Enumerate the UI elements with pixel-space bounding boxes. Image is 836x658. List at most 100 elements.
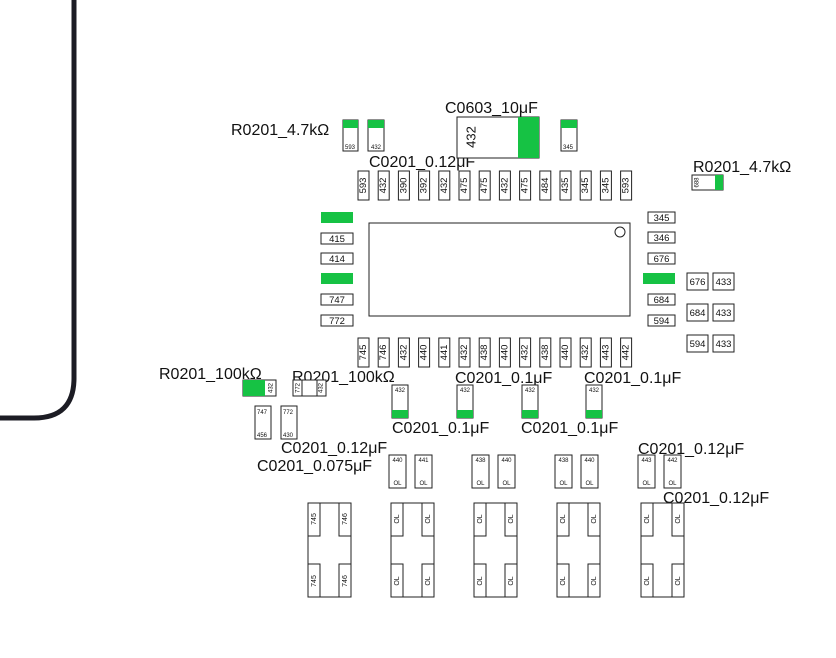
svg-text:345: 345 (563, 145, 574, 151)
ic-bottom-pin-label: 440 (560, 345, 571, 361)
resistor-r0201-100k-mid: 772 432 (292, 379, 327, 397)
ic-bottom-pin: 443 (599, 337, 612, 368)
ic-bottom-pin: 432 (458, 337, 471, 368)
ic-bottom-pin-label: 440 (499, 345, 510, 361)
ic-bottom-pin-label: 432 (398, 345, 409, 361)
board-edge-wire (0, 0, 77, 421)
ic-bottom-pin: 438 (539, 337, 552, 368)
svg-text:432: 432 (269, 382, 275, 393)
bottom-component-label: OL (508, 514, 515, 523)
grid-resistor-label: 433 (716, 277, 732, 288)
label-r0201-47k-left: R0201_4.7kΩ (231, 122, 329, 139)
svg-text:432: 432 (319, 382, 325, 393)
capacitor-small-bottom-label: OL (585, 481, 594, 487)
ic-top-pin-label: 435 (560, 178, 571, 194)
ic-left-pin: 415 (320, 232, 354, 245)
ic-right-pin-label: 345 (654, 213, 670, 224)
ic-top-pin: 475 (458, 170, 471, 201)
ic-right-pin (643, 273, 675, 284)
ic-bottom-pin-label: 432 (580, 345, 591, 361)
bottom-component-label: OL (477, 514, 484, 523)
svg-text:432: 432 (463, 126, 478, 148)
ic-top-pin-label: 345 (580, 178, 591, 194)
ic-top-pin-label: 432 (499, 178, 510, 194)
ic-top-pin: 475 (519, 170, 532, 201)
capacitor-small-bottom-label: OL (476, 481, 485, 487)
bottom-component-label: OL (644, 576, 651, 585)
ic-right-pin: 684 (647, 293, 676, 306)
grid-resistor-label: 594 (690, 339, 706, 350)
capacitor-small-bottom-label: OL (502, 481, 511, 487)
ic-bottom-pin-label: 443 (600, 345, 611, 361)
ic-top-pin: 392 (418, 170, 431, 201)
capacitor-0.1uf: 432 (585, 384, 603, 419)
grid-resistor: 594 (686, 334, 709, 353)
capacitor-small-label: 440 (392, 458, 403, 464)
ic-right-pin-label: 346 (654, 233, 670, 244)
bottom-component-label: OL (394, 514, 401, 523)
capacitor-small-label: 441 (418, 458, 429, 464)
bottom-component-label: OL (425, 514, 432, 523)
ic-bottom-pin: 746 (377, 337, 390, 368)
resistor-r0201-left-b: 432 (367, 119, 385, 152)
ic-top-pin-label: 390 (398, 178, 409, 194)
ic-top-pin: 345 (579, 170, 592, 201)
bottom-component-label: OL (675, 514, 682, 523)
ic-bottom-pin: 440 (559, 337, 572, 368)
bottom-component-label: OL (675, 576, 682, 585)
svg-text:456: 456 (257, 433, 268, 439)
capacitor-small-label: 440 (501, 458, 512, 464)
ic-top-pin-label: 484 (540, 178, 551, 194)
bottom-component-label: OL (560, 514, 567, 523)
resistor-r0201-100k-left: 432 (242, 379, 277, 397)
capacitor-small-bottom-label: OL (419, 481, 428, 487)
label-r0201-47k-right: R0201_4.7kΩ (693, 159, 791, 176)
capacitor-0.1uf: 432 (391, 384, 409, 419)
capacitor-small-label: 442 (667, 458, 678, 464)
capacitor-small-bottom-label: OL (668, 481, 677, 487)
bottom-component-label: OL (591, 514, 598, 523)
capacitor-small-label: 438 (558, 458, 569, 464)
ic-right-pin-label: 684 (654, 295, 670, 306)
bottom-component-label: 746 (342, 575, 349, 587)
ic-top-pin: 432 (377, 170, 390, 201)
ic-bottom-pin: 441 (438, 337, 451, 368)
capacitor-small-bottom-label: OL (393, 481, 402, 487)
grid-resistor-label: 433 (716, 308, 732, 319)
label-c0201-0075uf-left: C0201_0.075μF (257, 458, 372, 475)
ic-bottom-pin-label: 745 (358, 345, 369, 361)
label-c0201-012uf-top: C0201_0.12μF (369, 154, 475, 171)
ic-top-pin: 432 (438, 170, 451, 201)
ic-left-pin (321, 212, 353, 223)
bottom-component-label: OL (644, 514, 651, 523)
ic-right-pin: 594 (647, 314, 676, 327)
capacitor-small-top-right: 345 (560, 119, 578, 152)
ic-left-pin-label: 414 (329, 254, 345, 265)
label-r0201-100k-left: R0201_100kΩ (159, 366, 262, 383)
ic-bottom-pin-label: 440 (419, 345, 430, 361)
resistor-r0201-right: 688 (691, 174, 724, 191)
capacitor-0.1uf: 432 (456, 384, 474, 419)
ic-top-pin-label: 392 (419, 178, 430, 194)
bottom-component-label: OL (477, 576, 484, 585)
ic-top-pin-label: 345 (600, 178, 611, 194)
capacitor-small-bottom-label: OL (559, 481, 568, 487)
ic-right-pin: 676 (647, 252, 676, 265)
ic-bottom-pin: 432 (579, 337, 592, 368)
ic-top-pin: 475 (478, 170, 491, 201)
label-c0201-01uf-d: C0201_0.1μF (521, 420, 619, 437)
svg-text:772: 772 (296, 382, 302, 393)
capacitor-label: 432 (589, 388, 600, 394)
